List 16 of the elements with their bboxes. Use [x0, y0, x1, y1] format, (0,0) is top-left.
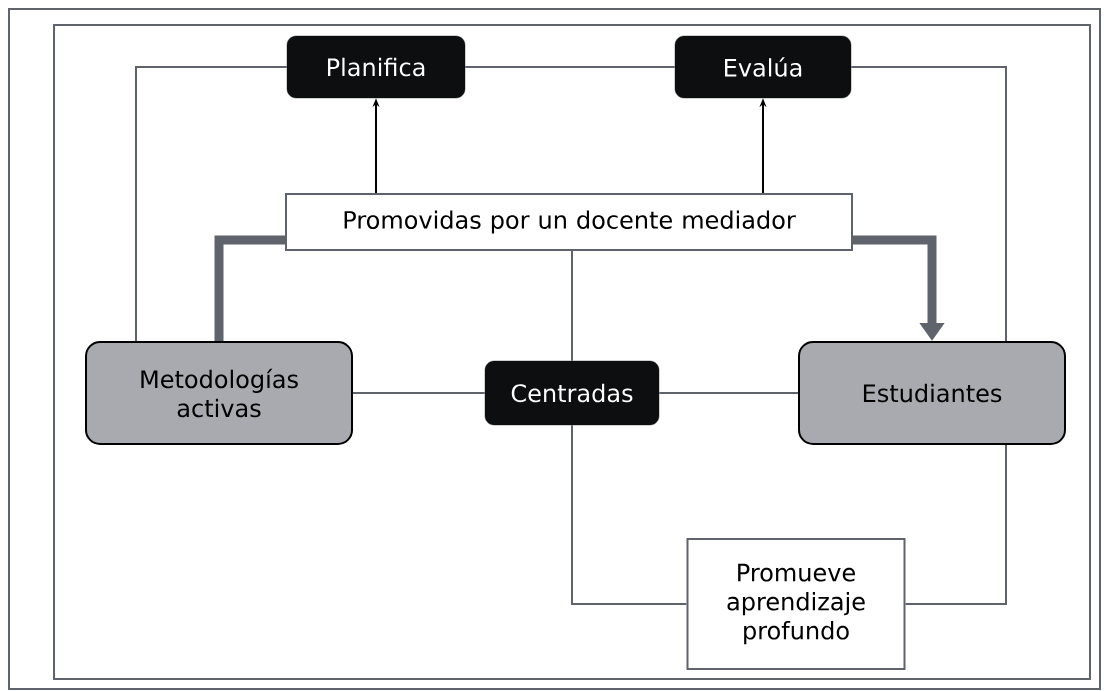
connector — [214, 235, 285, 341]
label-box: Evalúa — [674, 35, 852, 99]
label-box: Planifica — [286, 35, 466, 99]
connector — [464, 66, 676, 68]
text-box: Promovidas por un docente mediador — [285, 193, 853, 251]
connector — [850, 66, 1007, 342]
concept-box: Estudiantes — [798, 341, 1066, 445]
connector — [571, 424, 688, 605]
connector — [658, 392, 799, 394]
concept-box: Metodologías activas — [85, 341, 353, 445]
connector — [352, 392, 486, 394]
connector — [135, 66, 288, 342]
text-box: Promueve aprendizaje profundo — [686, 538, 906, 670]
label-box: Centradas — [484, 360, 660, 426]
connector — [571, 250, 573, 362]
connector — [904, 444, 1007, 605]
